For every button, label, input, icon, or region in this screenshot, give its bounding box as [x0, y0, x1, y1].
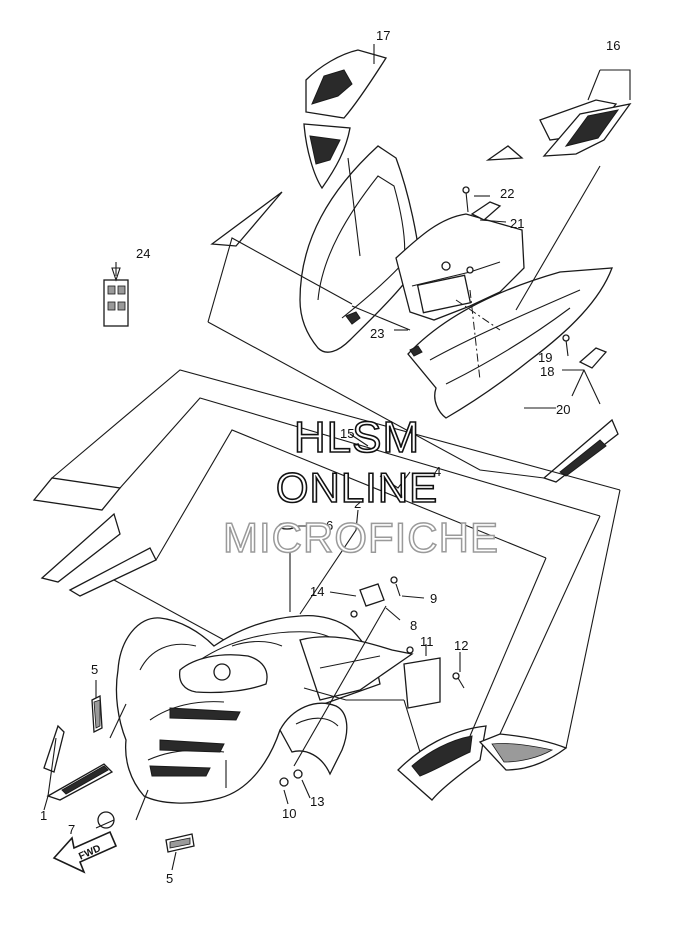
- front-fender-assembly: [115, 614, 414, 804]
- callout-4: 4: [434, 464, 441, 479]
- decal-24-tag: [103, 267, 129, 327]
- decal-14: [359, 583, 385, 607]
- watermark-line-3: MICROFICHE: [223, 514, 499, 561]
- callout-2: 2: [354, 496, 361, 511]
- callout-10: 10: [282, 806, 296, 821]
- side-cover-bolt: [345, 311, 361, 325]
- rear-fender: [407, 267, 613, 419]
- decal-17: [303, 49, 388, 190]
- callout-20: 20: [556, 402, 570, 417]
- callout-labels: 1 2 4 5 5 6 7 8 9 10 11 12 13 14 15 16 1…: [40, 28, 620, 886]
- decal-16: [485, 99, 632, 161]
- license-bracket: [416, 274, 472, 314]
- callout-19: 19: [538, 350, 552, 365]
- decal-15: [542, 418, 619, 483]
- leader-lines: [43, 44, 631, 871]
- callout-1: 1: [40, 808, 47, 823]
- strip-middle: [40, 512, 121, 583]
- callout-13: 13: [310, 794, 324, 809]
- fwd-arrow-icon: FWD: [52, 830, 118, 874]
- callout-24: 24: [136, 246, 150, 261]
- watermark-line-1: HLSM: [294, 413, 420, 462]
- callout-8: 8: [410, 618, 417, 633]
- strip-upper: [32, 477, 122, 511]
- callout-11: 11: [420, 634, 434, 649]
- callout-7: 7: [68, 822, 75, 837]
- callout-17: 17: [376, 28, 390, 43]
- callout-15: 15: [340, 426, 354, 441]
- callout-5-upper: 5: [91, 662, 98, 677]
- rear-fender-assembly: [299, 145, 613, 419]
- watermark: HLSM ONLINE MICROFICHE: [222, 412, 499, 562]
- watermark-line-2: ONLINE: [276, 464, 438, 511]
- rear-decals: [103, 49, 632, 483]
- callout-5-lower: 5: [166, 871, 173, 886]
- callout-12: 12: [454, 638, 468, 653]
- callout-14: 14: [310, 584, 324, 599]
- callout-21: 21: [510, 216, 524, 231]
- tail-strip: [210, 191, 283, 247]
- decal-11: [403, 657, 441, 709]
- callout-9: 9: [430, 591, 437, 606]
- callout-6: 6: [326, 518, 333, 533]
- front-side-cover: [299, 636, 414, 701]
- callout-23: 23: [370, 326, 384, 341]
- front-decals: [32, 477, 568, 853]
- callout-16: 16: [606, 38, 620, 53]
- callout-22: 22: [500, 186, 514, 201]
- decal-18: [578, 347, 608, 369]
- callout-18: 18: [540, 364, 554, 379]
- decal-21: [470, 201, 502, 221]
